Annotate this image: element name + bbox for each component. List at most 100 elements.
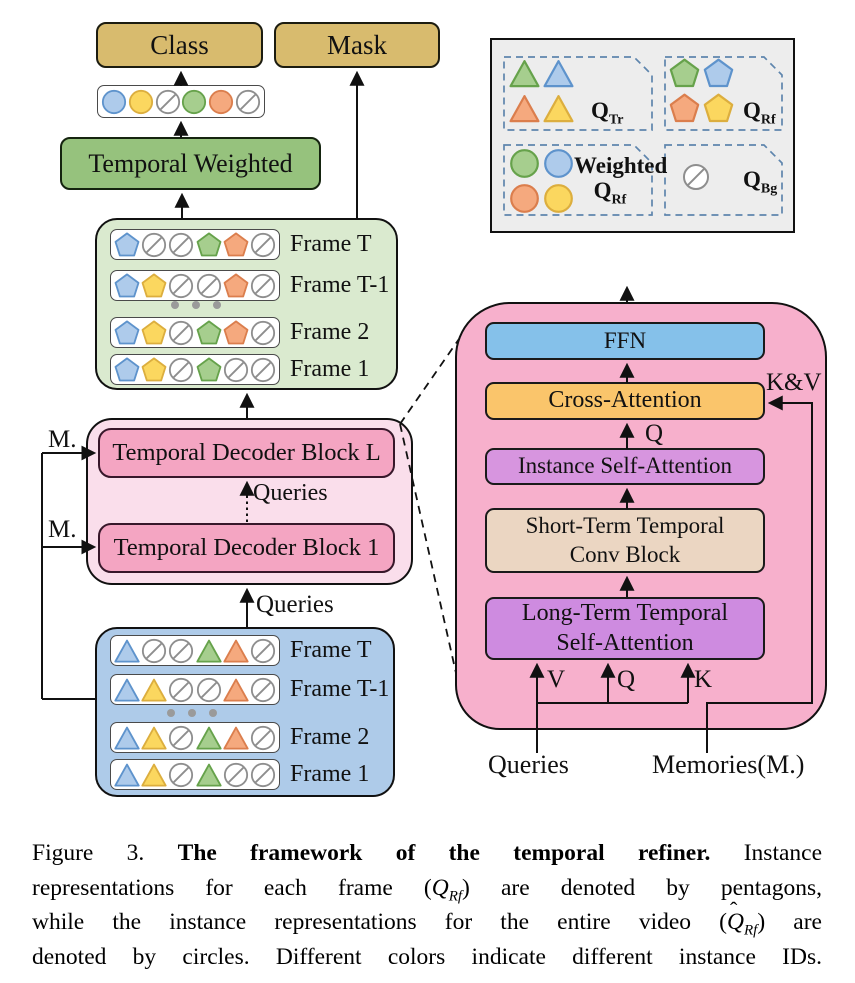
frame-label: Frame 1 — [290, 356, 370, 382]
class-label: Class — [150, 29, 209, 60]
pentagon-blue-icon — [114, 356, 140, 381]
pentagon-blue-icon — [114, 231, 140, 256]
triangle-orange-icon — [223, 726, 249, 750]
background-slash-icon — [250, 762, 276, 787]
background-slash-icon — [169, 320, 194, 345]
legend-dashed-frames — [503, 56, 783, 216]
legend-qrf-label: QRf — [743, 98, 776, 128]
pentagon-orange-icon — [223, 319, 249, 344]
queries-input-label: Queries — [256, 591, 334, 618]
conv-label-line1: Short-Term Temporal — [525, 513, 725, 539]
frame-row: Frame T — [110, 635, 372, 666]
triangle-orange-icon — [223, 639, 249, 663]
frame-shape-strip — [110, 354, 280, 385]
long-term-label-line1: Long-Term Temporal — [521, 600, 729, 627]
background-slash-icon — [223, 762, 248, 787]
pentagon-frame-stack: Frame T Frame T-1 Frame 2 Frame 1 — [95, 218, 398, 390]
triangle-blue-icon — [543, 60, 574, 88]
class-box: Class — [96, 22, 263, 68]
triangle-green-icon — [195, 726, 222, 750]
triangle-yellow-icon — [141, 763, 167, 787]
background-slash-icon — [169, 677, 194, 702]
frame-shape-strip — [110, 317, 280, 348]
circle-yellow-icon — [544, 184, 573, 213]
figure-caption: Figure 3. The framework of the temporal … — [32, 836, 822, 974]
cross-attention-label: Cross-Attention — [548, 387, 702, 414]
circle-orange-icon — [510, 184, 539, 213]
triangle-orange-icon — [223, 678, 249, 702]
background-slash-icon — [169, 762, 194, 787]
legend-background-shape — [682, 163, 710, 191]
circle-green-icon — [182, 89, 207, 114]
triangle-blue-icon — [114, 726, 140, 750]
kv-label: K&V — [766, 369, 822, 396]
pentagon-green-icon — [196, 356, 221, 381]
caption-line-1: Figure 3. The framework of the temporal … — [32, 840, 823, 866]
ellipsis-dots-icon — [171, 301, 221, 309]
background-slash-icon — [169, 357, 194, 382]
legend-qbg-label: QBg — [743, 167, 778, 197]
conv-label-line2: Conv Block — [569, 541, 681, 567]
instance-self-attention-label: Instance Self-Attention — [518, 453, 732, 479]
legend-box: QTr QRf Weighted QRf QBg — [490, 38, 795, 233]
legend-qtr-label: QTr — [591, 98, 624, 128]
pentagon-yellow-icon — [141, 272, 167, 297]
k-input-label: K — [694, 666, 713, 693]
memory-label-top: M. — [48, 426, 77, 453]
mask-box: Mask — [274, 22, 440, 68]
triangle-blue-icon — [114, 639, 140, 663]
frame-shape-strip — [110, 722, 280, 753]
frame-row: Frame T-1 — [110, 270, 389, 301]
short-term-conv-box: Short-Term Temporal Conv Block — [485, 508, 765, 573]
background-slash-icon — [142, 638, 167, 663]
triangle-blue-icon — [114, 678, 140, 702]
frame-label: Frame T-1 — [290, 676, 390, 702]
background-slash-icon — [682, 163, 710, 191]
decoder-block-l-label: Temporal Decoder Block L — [112, 439, 381, 466]
ellipsis-dots-icon — [167, 709, 217, 717]
pentagon-yellow-icon — [703, 93, 734, 123]
frame-shape-strip — [110, 674, 280, 705]
refiner-queries-label: Queries — [488, 750, 569, 779]
temporal-decoder-block-l: Temporal Decoder Block L — [98, 428, 395, 478]
pentagon-green-icon — [196, 231, 221, 256]
long-term-self-attention-box: Long-Term Temporal Self-Attention — [485, 597, 765, 660]
frame-row: Frame 2 — [110, 317, 369, 348]
memory-label-bottom: M. — [48, 516, 77, 543]
circle-blue-icon — [544, 149, 573, 178]
temporal-weighted-box: Temporal Weighted — [60, 137, 321, 190]
pentagon-blue-icon — [703, 58, 734, 88]
triangle-yellow-icon — [543, 95, 574, 123]
temporal-decoder-block-1: Temporal Decoder Block 1 — [98, 523, 395, 573]
q-input-label: Q — [617, 666, 636, 693]
triangle-green-icon — [195, 639, 222, 663]
legend-weighted-shapes — [509, 148, 574, 214]
frame-shape-strip — [110, 759, 280, 790]
long-term-label-line2: Self-Attention — [556, 629, 694, 656]
pentagon-yellow-icon — [141, 319, 167, 344]
circle-orange-icon — [209, 89, 234, 114]
caption-line-2: representations for each frame (QRf) are… — [32, 874, 823, 905]
background-slash-icon — [223, 357, 248, 382]
ffn-label: FFN — [603, 327, 647, 353]
pentagon-green-icon — [196, 319, 221, 344]
frame-label: Frame T — [290, 637, 372, 663]
legend-weighted-label: Weighted QRf — [574, 153, 668, 208]
triangle-green-icon — [509, 60, 540, 88]
caption-line-3: while the instance representations for t… — [32, 897, 822, 939]
pentagon-yellow-icon — [141, 356, 167, 381]
q-arrow-label: Q — [645, 420, 664, 447]
frame-shape-strip — [110, 635, 280, 666]
caption-line-4: denoted by circles. Different colors ind… — [32, 943, 822, 970]
weighted-queries-row — [97, 85, 265, 118]
frame-row: Frame 1 — [110, 759, 369, 790]
zoom-connector-top — [399, 338, 460, 425]
frame-label: Frame T-1 — [290, 272, 390, 298]
pentagon-orange-icon — [223, 231, 249, 256]
background-slash-icon — [142, 232, 167, 257]
background-slash-icon — [196, 677, 221, 702]
circle-blue-icon — [101, 89, 127, 114]
background-slash-icon — [169, 638, 194, 663]
pentagon-orange-icon — [669, 93, 700, 123]
